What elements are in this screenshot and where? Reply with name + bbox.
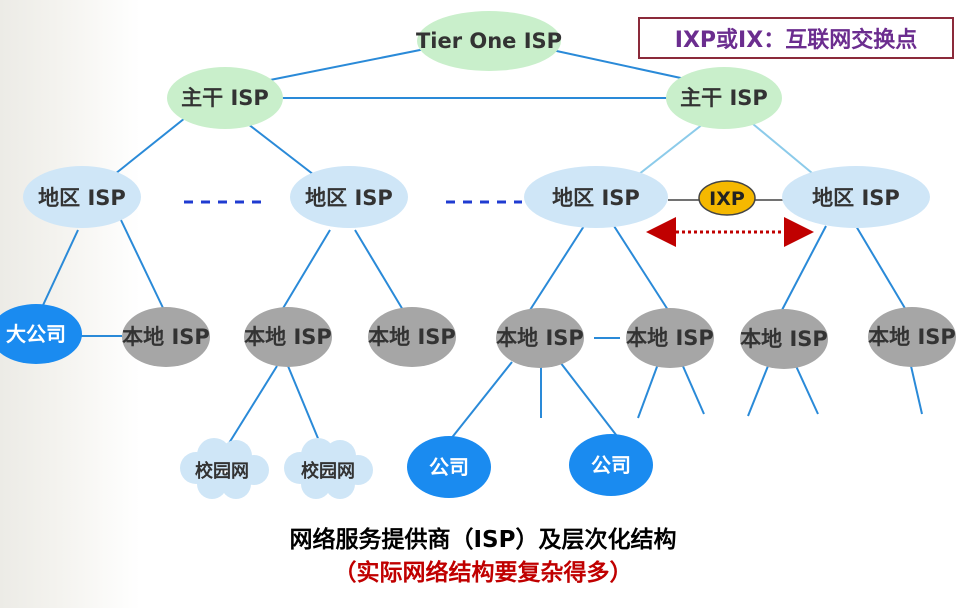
campus-cloud-label-1: 校园网: [195, 460, 249, 482]
caption-title: 网络服务提供商（ISP）及层次化结构: [289, 527, 677, 553]
link-local5-down1: [637, 363, 659, 419]
company-label-1: 公司: [429, 455, 469, 479]
ixp-label: IXP: [709, 188, 745, 210]
ixp-legend: IXP或IX：互联网交换点: [638, 17, 954, 59]
link-backbone-region-3: [633, 123, 704, 179]
backbone-isp-left-node: 主干 ISP: [167, 67, 283, 129]
tier-one-isp-node: Tier One ISP: [416, 11, 562, 71]
ixp-legend-text: IXP或IX：互联网交换点: [674, 28, 918, 53]
company-label-2: 公司: [591, 453, 631, 477]
local-isp-node-4: 本地 ISP: [496, 308, 584, 368]
link-backbone-region-1: [109, 117, 186, 179]
region-isp-node-4: 地区 ISP: [782, 166, 930, 228]
link-local7-down1: [910, 365, 923, 415]
link-region2-local2: [281, 229, 331, 311]
local-isp-node-1: 本地 ISP: [122, 307, 210, 367]
backbone-isp-left-label: 主干 ISP: [181, 86, 269, 110]
local-isp-label-4: 本地 ISP: [496, 326, 584, 350]
backbone-isp-right-label: 主干 ISP: [680, 86, 768, 110]
campus-cloud-2: 校园网: [284, 438, 373, 499]
link-local5-down2: [681, 363, 705, 415]
ixp-node: IXP: [698, 180, 756, 216]
region-isp-label-3: 地区 ISP: [552, 186, 640, 210]
link-region4-local7: [855, 225, 907, 311]
local-isp-node-6: 本地 ISP: [740, 309, 828, 369]
big-company-label: 大公司: [6, 322, 66, 346]
campus-cloud-label-2: 校园网: [301, 460, 355, 482]
link-tier-backbone-right: [551, 49, 691, 81]
big-company-node: 大公司: [0, 304, 82, 364]
link-tier-backbone-left: [259, 47, 431, 83]
link-local6-down1: [747, 365, 769, 417]
company-node-2: 公司: [569, 434, 653, 496]
link-region3-local4: [529, 225, 585, 311]
local-isp-label-6: 本地 ISP: [740, 327, 828, 351]
local-isp-label-3: 本地 ISP: [368, 325, 456, 349]
region-isp-label-2: 地区 ISP: [305, 186, 393, 210]
link-region4-local6: [781, 225, 827, 311]
region-isp-node-2: 地区 ISP: [290, 166, 408, 228]
tier-one-isp-label: Tier One ISP: [416, 29, 562, 53]
region-isp-node-3: 地区 ISP: [524, 166, 668, 228]
light-links: [633, 123, 819, 179]
local-isp-label-5: 本地 ISP: [626, 326, 714, 350]
link-region3-local5: [613, 225, 669, 311]
region-isp-label-4: 地区 ISP: [812, 186, 900, 210]
company-node-1: 公司: [407, 436, 491, 498]
link-region1-bigcompany: [37, 229, 79, 317]
link-local4-company2: [559, 361, 621, 441]
caption-subtitle: （实际网络结构要复杂得多）: [333, 560, 633, 586]
backbone-isp-right-node: 主干 ISP: [666, 67, 782, 129]
local-isp-node-7: 本地 ISP: [868, 307, 956, 367]
link-backbone-region-2: [247, 123, 319, 179]
local-isp-node-5: 本地 ISP: [626, 308, 714, 368]
link-local2-campus1: [225, 365, 278, 449]
local-isp-node-3: 本地 ISP: [368, 307, 456, 367]
local-isp-label-2: 本地 ISP: [244, 325, 332, 349]
link-local2-campus2: [287, 365, 323, 449]
local-isp-node-2: 本地 ISP: [244, 307, 332, 367]
local-isp-label-1: 本地 ISP: [122, 325, 210, 349]
link-region2-local3: [354, 229, 404, 311]
campus-cloud-1: 校园网: [180, 438, 269, 499]
link-local4-company1: [449, 361, 513, 441]
region-isp-node-1: 地区 ISP: [23, 166, 141, 228]
link-region1-local1: [119, 217, 165, 311]
local-isp-label-7: 本地 ISP: [868, 325, 956, 349]
link-backbone-region-4: [752, 123, 819, 179]
region-isp-label-1: 地区 ISP: [38, 186, 126, 210]
links: [37, 47, 923, 449]
link-local6-down2: [795, 365, 819, 415]
